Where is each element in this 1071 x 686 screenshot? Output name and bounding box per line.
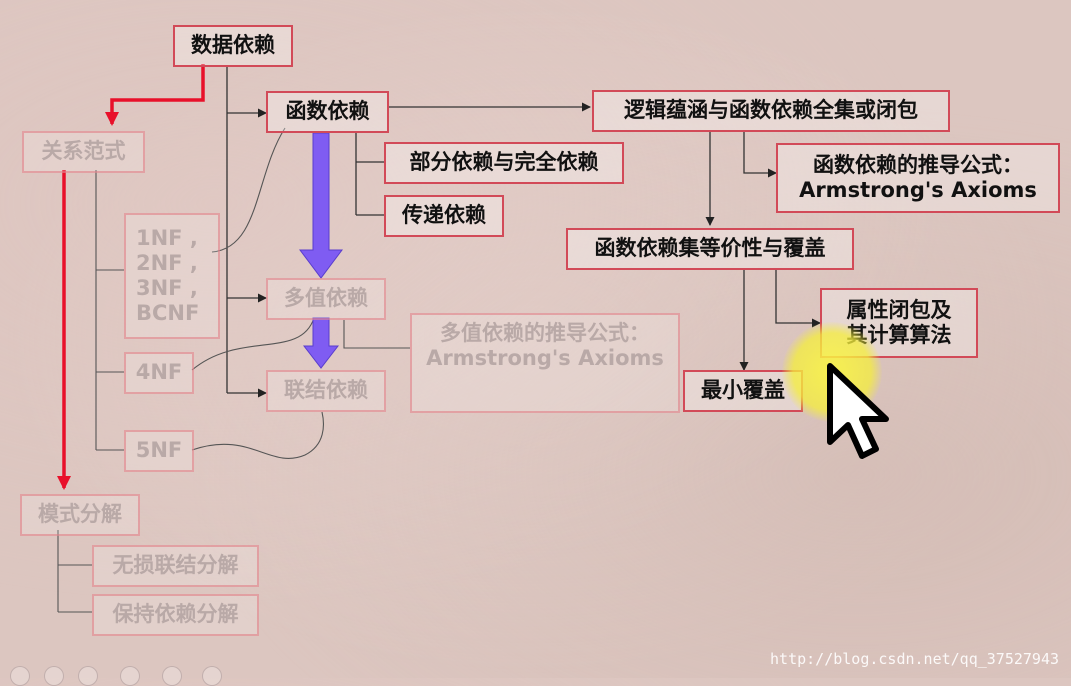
node-logical-implication-closure: 逻辑蕴涵与函数依赖全集或闭包 — [592, 90, 950, 132]
mvd-inference-axioms: Armstrong's Axioms — [426, 346, 664, 371]
nf-bcnf: BCNF — [136, 301, 200, 326]
next-slide-button[interactable] — [44, 666, 64, 686]
nf-3: 3NF , — [136, 276, 198, 300]
node-dependency-preserving-decomposition: 保持依赖分解 — [92, 594, 259, 636]
menu-button[interactable] — [120, 666, 140, 686]
attribute-closure-line1: 属性闭包及 — [846, 297, 952, 322]
mvd-inference-title: 多值依赖的推导公式： — [440, 321, 650, 345]
node-fd-equivalence-cover: 函数依赖集等价性与覆盖 — [566, 228, 854, 270]
node-transitive-dependency: 传递依赖 — [384, 195, 504, 237]
options-button[interactable] — [202, 666, 222, 686]
node-mvd-inference-rules: 多值依赖的推导公式： Armstrong's Axioms — [410, 313, 680, 413]
node-nf-list: 1NF , 2NF , 3NF , BCNF — [124, 213, 220, 339]
node-partial-full-dependency: 部分依赖与完全依赖 — [384, 142, 624, 184]
node-join-dependency: 联结依赖 — [266, 370, 386, 412]
node-lossless-join-decomposition: 无损联结分解 — [92, 545, 259, 587]
node-fd-inference-rules: 函数依赖的推导公式： Armstrong's Axioms — [776, 143, 1060, 213]
node-data-dependency: 数据依赖 — [173, 25, 293, 67]
node-schema-decomposition: 模式分解 — [20, 494, 140, 536]
node-functional-dependency: 函数依赖 — [266, 91, 389, 133]
presentation-toolbar — [0, 664, 240, 686]
zoom-button[interactable] — [162, 666, 182, 686]
fd-inference-title: 函数依赖的推导公式： — [813, 152, 1023, 177]
nf-1: 1NF , — [136, 225, 198, 250]
nf-2: 2NF , — [136, 250, 198, 275]
watermark: http://blog.csdn.net/qq_37527943 — [770, 650, 1059, 668]
node-relational-normal-form: 关系范式 — [22, 131, 145, 173]
fd-inference-axioms: Armstrong's Axioms — [799, 178, 1037, 202]
node-4nf: 4NF — [124, 352, 194, 394]
node-multivalued-dependency: 多值依赖 — [266, 278, 386, 320]
node-5nf: 5NF — [124, 430, 194, 472]
previous-slide-button[interactable] — [10, 666, 30, 686]
node-attribute-closure: 属性闭包及 其计算算法 — [820, 288, 978, 358]
pen-tool-button[interactable] — [78, 666, 98, 686]
cursor-pointer-icon — [827, 363, 889, 459]
